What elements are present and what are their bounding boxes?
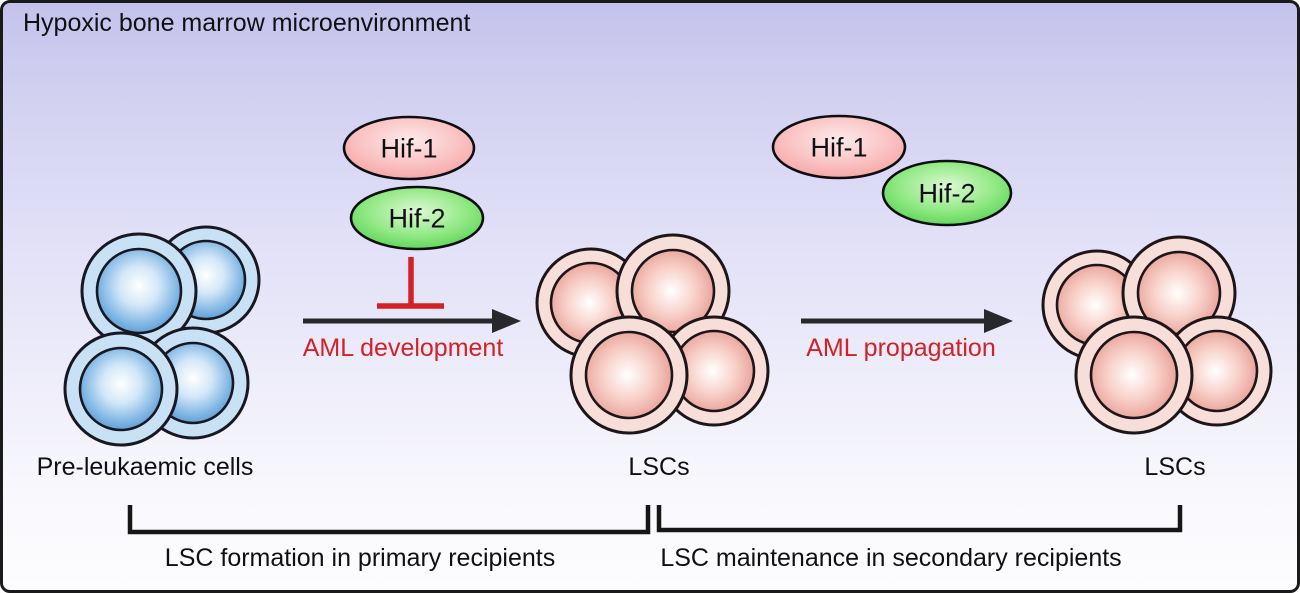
diagram-graphics <box>63 114 1273 535</box>
inhibition-tee <box>377 257 444 309</box>
aml-propagation-label: AML propagation <box>806 334 996 362</box>
lscs-right-label: LSCs <box>1144 453 1206 481</box>
pre-leukaemic-cell-cluster <box>63 225 261 447</box>
aml-development-arrow <box>303 309 521 333</box>
pink-cell <box>569 315 689 435</box>
lscs-middle-label: LSCs <box>628 453 690 481</box>
blue-cell <box>80 232 198 350</box>
lsc-maintenance-secondary-label: LSC maintenance in secondary recipients <box>660 544 1122 572</box>
aml-development-label: AML development <box>302 334 504 362</box>
hif2-right-label: Hif-2 <box>918 178 976 209</box>
figure-title: Hypoxic bone marrow microenvironment <box>23 9 471 37</box>
lsc-formation-primary-label: LSC formation in primary recipients <box>164 544 556 572</box>
lsc-cell-cluster-right <box>1041 235 1273 435</box>
bracket-primary-recipients <box>127 505 651 535</box>
hif1-left-ellipse <box>342 115 476 181</box>
lsc-cell-cluster-middle <box>535 233 770 435</box>
pink-cell <box>1074 315 1194 435</box>
aml-propagation-arrow <box>801 309 1013 333</box>
bracket-secondary-recipients <box>656 505 1183 533</box>
hif1-left-label: Hif-1 <box>380 133 438 164</box>
hif1-right-label: Hif-1 <box>810 132 868 163</box>
hif2-left-ellipse <box>349 185 485 251</box>
blue-cell <box>63 331 179 447</box>
hif2-right-ellipse <box>881 159 1013 227</box>
hif2-left-label: Hif-2 <box>388 203 446 234</box>
pink-cell <box>1161 315 1273 427</box>
pre-leukaemic-cells-label: Pre-leukaemic cells <box>36 453 254 481</box>
hif1-right-ellipse <box>771 114 907 180</box>
